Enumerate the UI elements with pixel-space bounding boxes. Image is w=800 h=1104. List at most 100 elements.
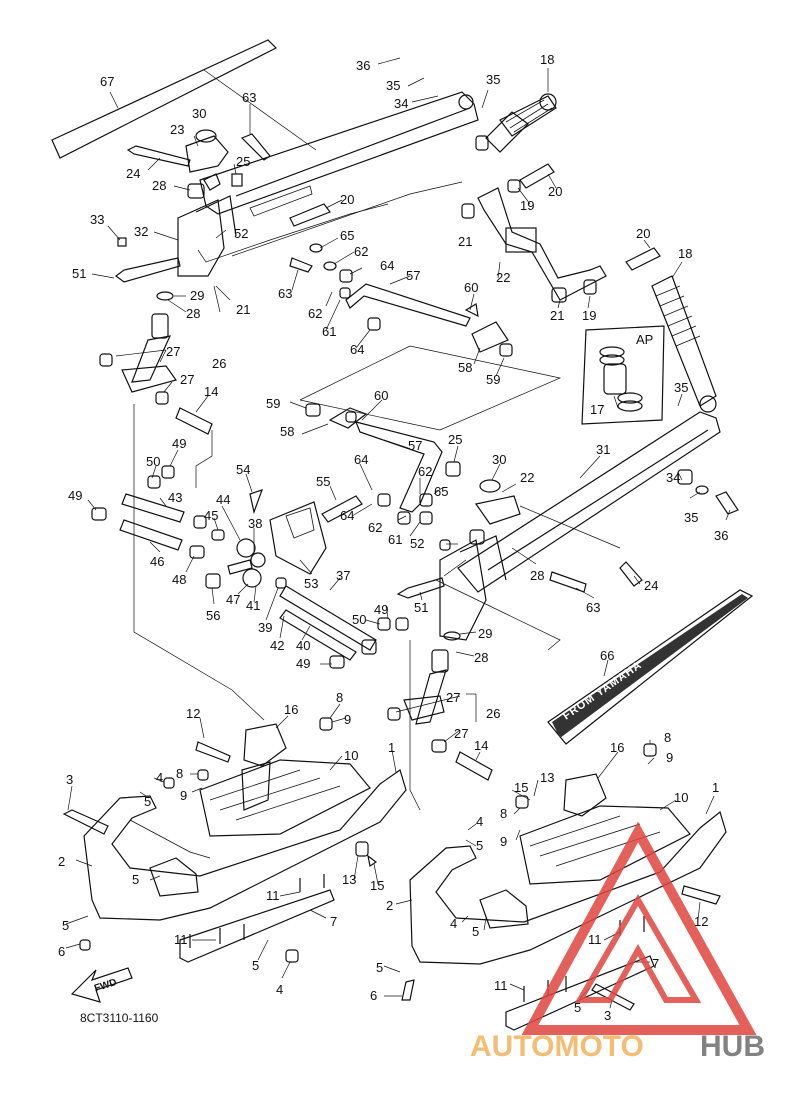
tie-rod-57-lower bbox=[305, 403, 443, 525]
link-rods-left bbox=[91, 465, 221, 589]
callout-c3a: 3 bbox=[66, 772, 73, 787]
ski-right bbox=[409, 743, 727, 1031]
callout-c58a: 58 bbox=[458, 360, 472, 375]
fwd-label: FWD bbox=[93, 977, 118, 995]
callout-c32: 32 bbox=[134, 224, 148, 239]
callout-c28d: 28 bbox=[474, 650, 488, 665]
callout-c4d: 4 bbox=[276, 982, 283, 997]
watermark: AUTOMOTO HUB bbox=[470, 821, 765, 1063]
callout-c20a: 20 bbox=[340, 192, 354, 207]
shock-absorber-top bbox=[475, 93, 557, 153]
callout-c36a: 36 bbox=[356, 58, 370, 73]
callout-c5h: 5 bbox=[574, 1000, 581, 1015]
callout-c27d: 27 bbox=[454, 726, 468, 741]
callout-c9c: 9 bbox=[180, 788, 187, 803]
callout-c66: 66 bbox=[600, 648, 614, 663]
callout-c8d: 8 bbox=[500, 806, 507, 821]
callout-c16b: 16 bbox=[610, 740, 624, 755]
callout-c5c: 5 bbox=[132, 872, 139, 887]
callout-c49b: 49 bbox=[68, 488, 82, 503]
callout-c27c: 27 bbox=[446, 690, 460, 705]
callout-c17: 17 bbox=[590, 402, 604, 417]
callout-c12b: 12 bbox=[694, 914, 708, 929]
watermark-text-hub: HUB bbox=[700, 1030, 765, 1063]
inset-box-ap bbox=[581, 325, 665, 425]
callout-c5f: 5 bbox=[252, 958, 259, 973]
callout-c48: 48 bbox=[172, 572, 186, 587]
callout-c7a: 7 bbox=[330, 914, 337, 929]
callout-c52b: 52 bbox=[410, 536, 424, 551]
callout-c64a: 64 bbox=[380, 258, 394, 273]
callout-c49c: 49 bbox=[374, 602, 388, 617]
decal-66-text: FROM YAMAHA bbox=[561, 659, 644, 722]
callout-c25b: 25 bbox=[448, 432, 462, 447]
callout-c6b: 6 bbox=[370, 988, 377, 1003]
callout-c9d: 9 bbox=[500, 834, 507, 849]
callout-c42: 42 bbox=[270, 638, 284, 653]
callout-c59a: 59 bbox=[486, 372, 500, 387]
callout-c9b: 9 bbox=[666, 750, 673, 765]
callout-c5d: 5 bbox=[62, 918, 69, 933]
callout-c44: 44 bbox=[216, 492, 230, 507]
ski-left-studs bbox=[189, 874, 325, 948]
callout-c61b: 61 bbox=[388, 532, 402, 547]
callout-c15b: 15 bbox=[370, 878, 384, 893]
callout-c16a: 16 bbox=[284, 702, 298, 717]
callout-c52a: 52 bbox=[234, 226, 248, 241]
callout-c19b: 19 bbox=[582, 308, 596, 323]
callout-c61a: 61 bbox=[322, 324, 336, 339]
callout-c25a: 25 bbox=[236, 154, 250, 169]
callout-c47: 47 bbox=[226, 592, 240, 607]
callout-c60b: 60 bbox=[374, 388, 388, 403]
callout-c57a: 57 bbox=[406, 268, 420, 283]
callout-c64c: 64 bbox=[354, 452, 368, 467]
callout-c26b: 26 bbox=[486, 706, 500, 721]
callout-c33: 33 bbox=[90, 212, 104, 227]
callout-c11c: 11 bbox=[588, 932, 602, 947]
callout-c39: 39 bbox=[258, 620, 272, 635]
callout-c65a: 65 bbox=[340, 228, 354, 243]
callout-c63c: 63 bbox=[586, 600, 600, 615]
callout-c43: 43 bbox=[168, 490, 182, 505]
callout-c40: 40 bbox=[296, 638, 310, 653]
callout-c45: 45 bbox=[204, 508, 218, 523]
fwd-arrow bbox=[70, 967, 133, 1003]
callout-c31: 31 bbox=[596, 442, 610, 457]
callout-c6a: 6 bbox=[58, 944, 65, 959]
callout-c20b: 20 bbox=[548, 184, 562, 199]
callout-c62a: 62 bbox=[354, 244, 368, 259]
callout-c62d: 62 bbox=[368, 520, 382, 535]
steering-bracket-left bbox=[177, 135, 243, 277]
upper-arm-left bbox=[199, 91, 479, 217]
callout-c35b: 35 bbox=[486, 72, 500, 87]
callout-c67: 67 bbox=[100, 74, 114, 89]
callout-c4a: 4 bbox=[156, 770, 163, 785]
callout-c62c: 62 bbox=[418, 464, 432, 479]
callout-c35d: 35 bbox=[684, 510, 698, 525]
callout-c27b: 27 bbox=[180, 372, 194, 387]
callout-c38: 38 bbox=[248, 516, 262, 531]
callout-c65b: 65 bbox=[434, 484, 448, 499]
callout-c54: 54 bbox=[236, 462, 250, 477]
callout-c41: 41 bbox=[246, 598, 260, 613]
decal-strip-67 bbox=[51, 39, 278, 159]
callout-c53: 53 bbox=[304, 576, 318, 591]
callout-c5a: 5 bbox=[144, 794, 151, 809]
callout-c10b: 10 bbox=[674, 790, 688, 805]
callout-c63a: 63 bbox=[242, 90, 256, 105]
callout-c64b: 64 bbox=[350, 342, 364, 357]
callout-c5g: 5 bbox=[376, 960, 383, 975]
callout-c29a: 29 bbox=[190, 288, 204, 303]
callout-c8b: 8 bbox=[664, 730, 671, 745]
callout-c21b: 21 bbox=[236, 302, 250, 317]
dashed-reference-lines bbox=[133, 69, 621, 811]
callout-c11d: 11 bbox=[494, 978, 508, 993]
watermark-text-auto: AUTOMOTO bbox=[470, 1030, 644, 1063]
callout-c4b: 4 bbox=[476, 814, 483, 829]
callout-c63b: 63 bbox=[278, 286, 292, 301]
callout-c5e: 5 bbox=[472, 924, 479, 939]
callout-c30b: 30 bbox=[492, 452, 506, 467]
callout-c26a: 26 bbox=[212, 356, 226, 371]
callout-c64d: 64 bbox=[340, 508, 354, 523]
